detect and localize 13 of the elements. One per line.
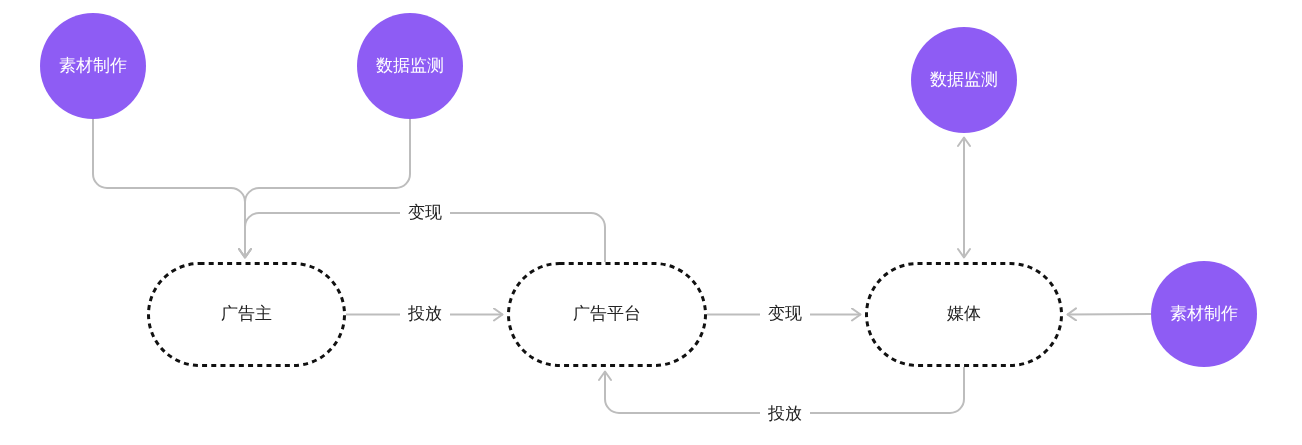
arrow xyxy=(598,366,965,414)
node-label: 素材制作 xyxy=(59,55,127,77)
edge-label: 投放 xyxy=(400,303,450,325)
node-label: 素材制作 xyxy=(1170,303,1238,325)
arrow xyxy=(1066,307,1152,322)
node-label: 广告平台 xyxy=(573,304,641,325)
edge-label: 投放 xyxy=(760,403,810,425)
node-label: 广告主 xyxy=(221,304,272,325)
node-label: 媒体 xyxy=(947,304,981,325)
double-arrow xyxy=(957,136,971,259)
node-label: 数据监测 xyxy=(930,69,998,91)
arrow xyxy=(238,212,606,263)
node-label: 数据监测 xyxy=(376,55,444,77)
